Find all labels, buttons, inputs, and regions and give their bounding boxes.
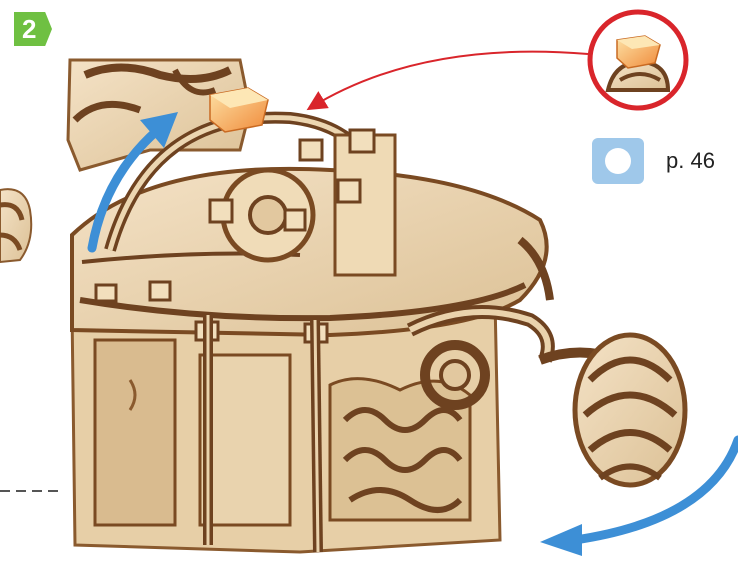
detail-callout (590, 12, 686, 108)
side-fragment (0, 189, 31, 262)
callout-leader-line (310, 52, 588, 108)
page-reference-label: p. 46 (666, 148, 715, 174)
part-reference: p. 46 (592, 138, 715, 184)
ring-part-icon (592, 138, 644, 184)
step-number-badge: 2 (14, 12, 52, 46)
highlighted-part (210, 88, 268, 132)
crank-handle (540, 335, 685, 485)
